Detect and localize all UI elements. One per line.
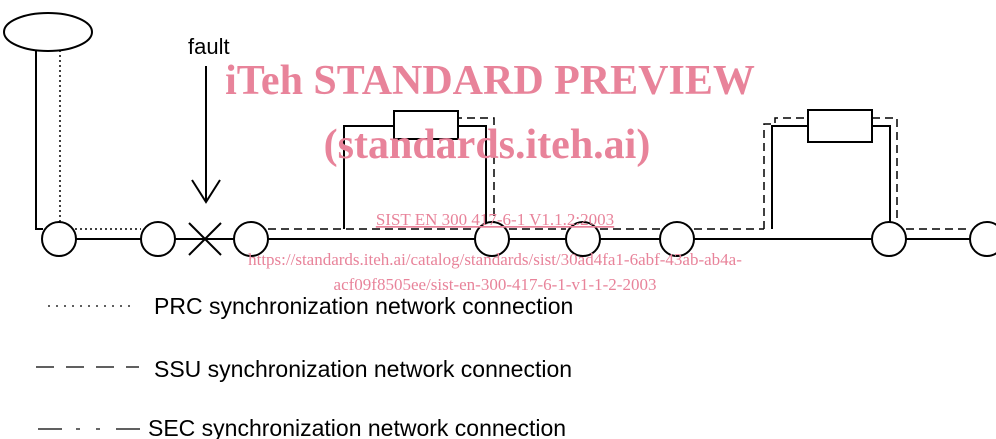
watermark-standard-id[interactable]: SIST EN 300 417-6-1 V1.1.2:2003 [376, 210, 614, 229]
legend: PRC synchronization network connection S… [36, 293, 573, 439]
source-ellipse [3, 12, 93, 52]
node-4 [474, 221, 510, 257]
node-6 [659, 221, 695, 257]
watermark-url-line-2[interactable]: acf09f8505ee/sist-en-300-417-6-1-v1-1-2-… [334, 275, 657, 294]
watermark: iTeh STANDARD PREVIEW (standards.iteh.ai… [225, 58, 755, 294]
legend-ssu-label: SSU synchronization network connection [154, 356, 572, 382]
node-2 [140, 221, 176, 257]
legend-sec-label: SEC synchronization network connection [148, 415, 566, 439]
node-5 [565, 221, 601, 257]
watermark-url-line-1[interactable]: https://standards.iteh.ai/catalog/standa… [248, 250, 742, 269]
node-7 [871, 221, 907, 257]
node-3 [233, 221, 269, 257]
ssu-box-1 [343, 110, 487, 229]
fault-marker [188, 66, 222, 256]
watermark-subtitle: (standards.iteh.ai) [324, 122, 651, 168]
ssu-path [268, 117, 970, 230]
ssu-box-2 [771, 109, 891, 229]
network-nodes [41, 221, 996, 257]
watermark-title: iTeh STANDARD PREVIEW [225, 58, 755, 104]
legend-prc-label: PRC synchronization network connection [154, 293, 573, 319]
fault-label: fault [188, 34, 230, 59]
node-8 [969, 221, 996, 257]
node-1 [41, 221, 77, 257]
